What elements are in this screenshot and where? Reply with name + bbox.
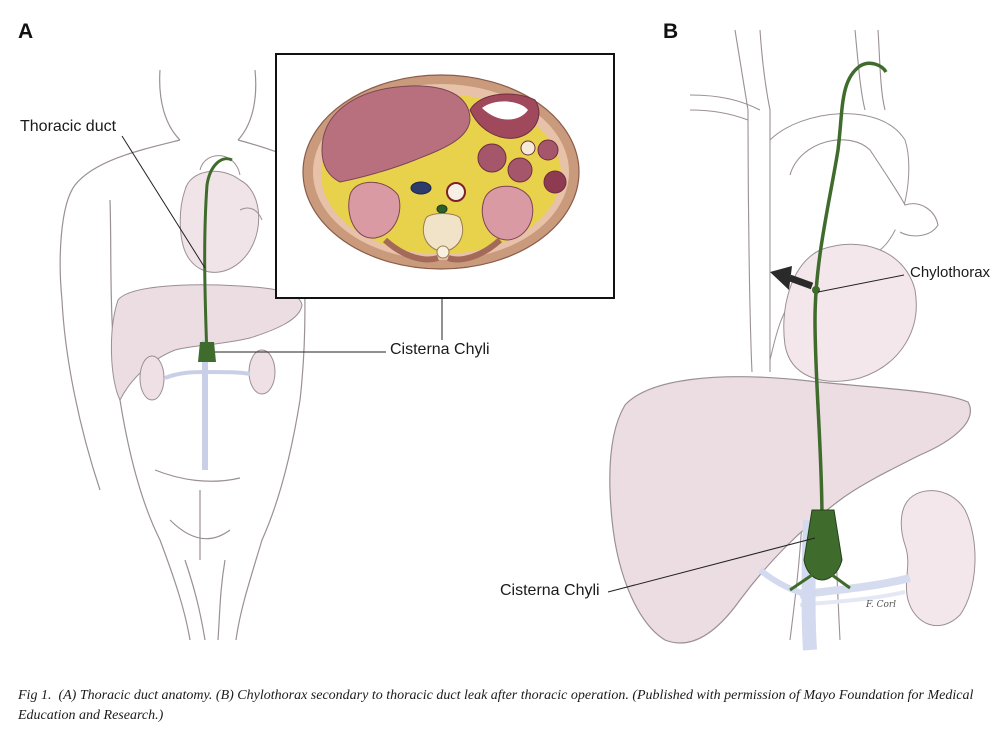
inset-liver (321, 85, 471, 183)
artist-signature: F. Corl (866, 600, 897, 610)
panel-a-body-outline (59, 69, 313, 641)
panel-b-leak-point (812, 286, 820, 294)
label-cisterna-chyli-b: Cisterna Chyli (500, 582, 600, 599)
panel-a-kidney-left (139, 355, 165, 401)
caption-text: (A) Thoracic duct anatomy. (B) Chylothor… (18, 688, 974, 723)
figure-caption: Fig 1. (A) Thoracic duct anatomy. (B) Ch… (18, 686, 988, 726)
inset-vertebra (422, 213, 464, 253)
label-thoracic-duct: Thoracic duct (20, 118, 117, 135)
inset-kidney-right (481, 185, 534, 241)
cross-section-inset (275, 53, 615, 299)
label-cisterna-chyli-a: Cisterna Chyli (390, 341, 490, 358)
inset-cisterna-chyli (436, 204, 448, 214)
panel-b-kidney (900, 490, 976, 627)
panel-b-organs (609, 61, 976, 651)
panel-b-leader-lines (607, 274, 905, 593)
panel-b-thoracic-duct (813, 61, 888, 521)
panel-a-organs (110, 155, 303, 470)
panel-b-heart (783, 243, 917, 382)
panel-b-letter: B (663, 20, 679, 43)
caption-prefix: Fig 1. (18, 688, 52, 703)
panel-a-cisterna-chyli (198, 342, 216, 362)
panel-a-kidney-right (248, 349, 276, 395)
inset-kidney-left (348, 181, 401, 239)
panel-a-thoracic-duct (203, 157, 233, 359)
panel-b-cisterna-chyli (803, 509, 843, 581)
panel-b-chylothorax-arrow (770, 266, 814, 290)
label-chylothorax: Chylothorax (910, 264, 991, 281)
panel-a-letter: A (18, 20, 34, 43)
